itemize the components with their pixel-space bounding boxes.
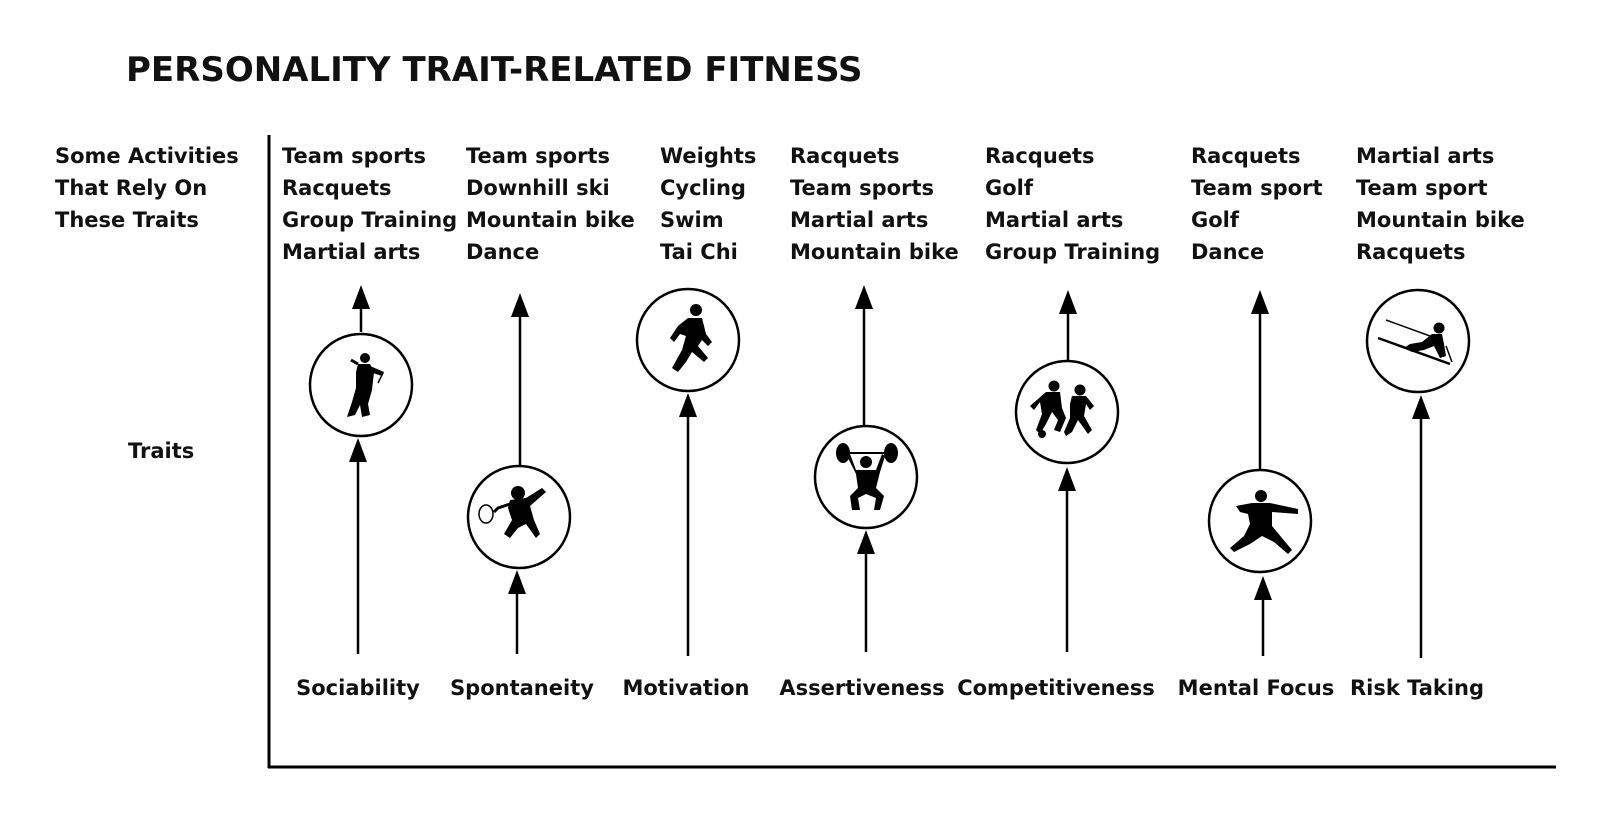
activities-label-line: These Traits: [55, 208, 199, 232]
activities-label-line: Some Activities: [55, 144, 239, 168]
tennis-player-icon: [466, 464, 572, 570]
activity-item: Dance: [1191, 240, 1265, 264]
trait-label-assertiveness: Assertiveness: [779, 676, 945, 700]
activity-item: Mountain bike: [466, 208, 635, 232]
trait-arrow-competitiveness: [1058, 290, 1077, 652]
activity-item: Racquets: [1191, 144, 1301, 168]
activity-list-assertiveness: Racquets Team sports Martial arts Mounta…: [790, 140, 959, 268]
activity-item: Team sports: [466, 144, 610, 168]
activity-item: Team sports: [790, 176, 934, 200]
activity-item: Downhill ski: [466, 176, 610, 200]
activity-item: Golf: [985, 176, 1033, 200]
golfer-icon: [308, 332, 414, 438]
activity-list-sociability: Team sports Racquets Group Training Mart…: [282, 140, 457, 268]
activity-item: Martial arts: [282, 240, 421, 264]
trait-label-risk-taking: Risk Taking: [1349, 676, 1485, 700]
activity-item: Cycling: [660, 176, 746, 200]
activity-item: Team sport: [1356, 176, 1488, 200]
activity-item: Golf: [1191, 208, 1239, 232]
weightlifter-icon: [813, 424, 919, 530]
activity-list-motivation: Weights Cycling Swim Tai Chi: [660, 140, 756, 268]
runner-icon: [635, 287, 741, 393]
activity-item: Racquets: [282, 176, 392, 200]
activity-item: Martial arts: [790, 208, 929, 232]
trait-arrow-motivation: [679, 393, 697, 656]
trait-label-competitiveness: Competitiveness: [957, 676, 1155, 700]
soccer-players-icon: [1014, 359, 1120, 465]
traits-row-label: Traits: [128, 439, 195, 463]
activity-item: Martial arts: [985, 208, 1124, 232]
activity-item: Group Training: [282, 208, 458, 232]
activity-item: Weights: [660, 144, 757, 168]
activity-item: Dance: [466, 240, 540, 264]
trait-arrow-assertiveness: [855, 285, 875, 652]
diagram-title: PERSONALITY TRAIT-RELATED FITNESS: [126, 50, 863, 90]
activities-label-line: That Rely On: [55, 176, 208, 200]
trait-label-sociability: Sociability: [296, 676, 420, 700]
trait-label-motivation: Motivation: [622, 676, 750, 700]
trait-arrow-sociability: [349, 285, 370, 654]
activity-item: Mountain bike: [1356, 208, 1525, 232]
activity-item: Tai Chi: [660, 240, 738, 264]
activity-item: Team sport: [1191, 176, 1323, 200]
trait-arrow-spontaneity: [508, 293, 529, 654]
activity-list-mental-focus: Racquets Team sport Golf Dance: [1191, 140, 1323, 268]
trait-label-mental-focus: Mental Focus: [1177, 676, 1335, 700]
activity-item: Racquets: [985, 144, 1095, 168]
trait-arrow-mental-focus: [1251, 290, 1272, 656]
activity-item: Group Training: [985, 240, 1161, 264]
skier-icon: [1365, 288, 1471, 394]
activity-list-competitiveness: Racquets Golf Martial arts Group Trainin…: [985, 140, 1160, 268]
activity-list-spontaneity: Team sports Downhill ski Mountain bike D…: [466, 140, 635, 268]
activity-list-risk-taking: Martial arts Team sport Mountain bike Ra…: [1356, 140, 1525, 268]
activities-row-label: Some Activities That Rely On These Trait…: [55, 140, 239, 236]
activity-item: Team sports: [282, 144, 426, 168]
trait-label-spontaneity: Spontaneity: [450, 676, 594, 700]
activity-item: Racquets: [1356, 240, 1466, 264]
trait-arrow-risk-taking: [1412, 395, 1430, 658]
activity-item: Swim: [660, 208, 724, 232]
activity-item: Mountain bike: [790, 240, 959, 264]
activity-item: Racquets: [790, 144, 900, 168]
martial-artist-icon: [1207, 468, 1313, 574]
activity-item: Martial arts: [1356, 144, 1495, 168]
